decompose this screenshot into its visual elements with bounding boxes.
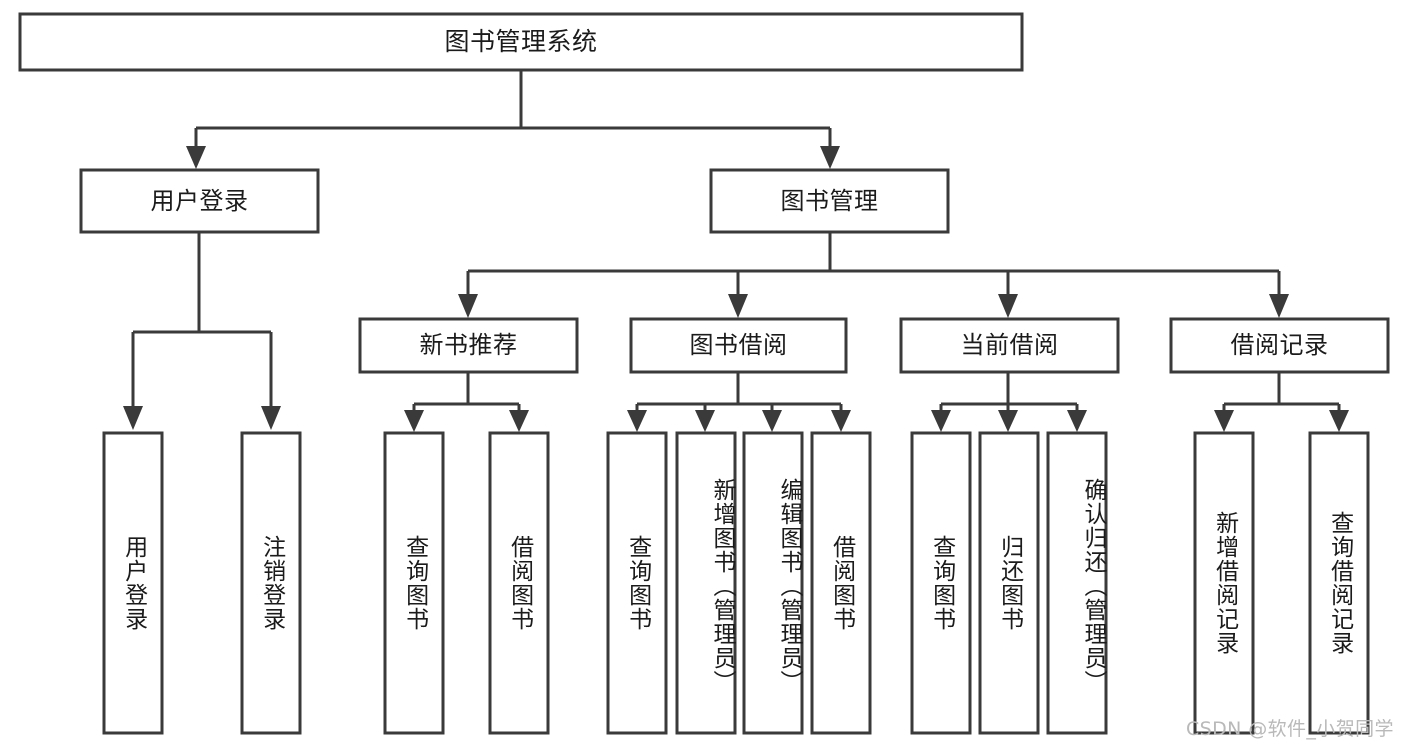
node-box-book-borrow[interactable]	[629, 317, 848, 374]
node-box-leaf-10[interactable]	[978, 431, 1040, 735]
node-box-leaf-8[interactable]	[810, 431, 872, 735]
node-box-leaf-2[interactable]	[240, 431, 302, 735]
node-box-leaf-4[interactable]	[488, 431, 550, 735]
node-box-borrow-record[interactable]	[1169, 317, 1390, 374]
arrowhead-current-borrow-icon	[998, 294, 1018, 318]
arrowhead-leaf-7-icon	[762, 410, 782, 432]
arrowhead-borrow-record-icon	[1269, 294, 1289, 318]
arrowhead-leaf-1-icon	[123, 406, 143, 430]
arrowhead-leaf-10-icon	[998, 410, 1018, 432]
node-box-leaf-6[interactable]	[675, 431, 737, 735]
arrowhead-leaf-12-icon	[1214, 410, 1234, 432]
node-box-user-login[interactable]	[79, 168, 320, 234]
arrowhead-leaf-9-icon	[931, 410, 951, 432]
node-box-leaf-11[interactable]	[1046, 431, 1108, 735]
node-box-new-book-rec[interactable]	[358, 317, 579, 374]
node-box-leaf-5[interactable]	[606, 431, 668, 735]
csdn-watermark: CSDN @软件_小贺同学	[1186, 718, 1394, 740]
arrowhead-leaf-3-icon	[404, 410, 424, 432]
node-box-leaf-13[interactable]	[1308, 431, 1370, 735]
arrowhead-leaf-6-icon	[695, 410, 715, 432]
arrowhead-book-manage-icon	[820, 146, 840, 169]
node-box-root[interactable]	[18, 12, 1024, 72]
arrowhead-leaf-8-icon	[831, 410, 851, 432]
node-box-leaf-3[interactable]	[383, 431, 445, 735]
node-box-book-manage[interactable]	[709, 168, 950, 234]
arrowhead-leaf-11-icon	[1067, 410, 1087, 432]
arrowhead-leaf-13-icon	[1329, 410, 1349, 432]
node-box-current-borrow[interactable]	[899, 317, 1120, 374]
node-box-leaf-1[interactable]	[102, 431, 164, 735]
arrowhead-user-login-icon	[186, 146, 206, 169]
node-box-leaf-9[interactable]	[910, 431, 972, 735]
node-box-leaf-7[interactable]	[742, 431, 804, 735]
arrowhead-leaf-2-icon	[261, 406, 281, 430]
arrowhead-leaf-5-icon	[627, 410, 647, 432]
node-box-leaf-12[interactable]	[1193, 431, 1255, 735]
arrowhead-book-borrow-icon	[728, 294, 748, 318]
arrowhead-leaf-4-icon	[509, 410, 529, 432]
arrowhead-new-book-rec-icon	[458, 294, 478, 318]
